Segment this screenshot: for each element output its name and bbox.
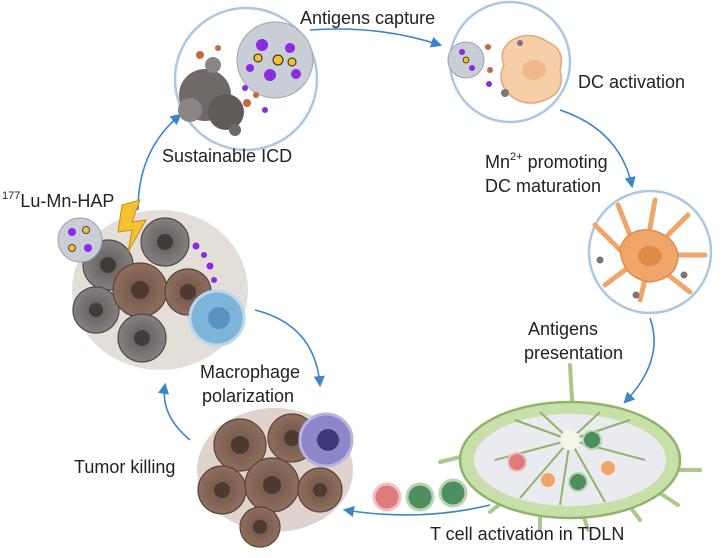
label-macrophage: Macrophage — [200, 362, 300, 382]
arrow-to-macrophage — [254, 309, 325, 388]
arrow-to-tumor — [342, 504, 491, 517]
label-tumor-killing: Tumor killing — [74, 457, 175, 477]
arrow-to-maturation — [559, 109, 636, 189]
label-mn-promoting: Mn2+ promoting — [485, 151, 608, 172]
m2-macrophage — [188, 289, 246, 347]
mn-prefix: Mn — [485, 152, 510, 172]
purple-particles — [192, 242, 217, 283]
nanoparticle-small — [447, 41, 485, 79]
cycle-arrows — [137, 28, 655, 517]
label-sustainable-icd: Sustainable ICD — [162, 146, 292, 166]
mn-superscript: 2+ — [510, 151, 523, 163]
icd-circle — [173, 6, 319, 152]
lu-superscript: 177 — [2, 190, 20, 202]
t-cells — [372, 478, 468, 512]
nanoparticle-large — [236, 21, 314, 99]
arrow-to-icd — [137, 113, 182, 211]
nanoparticle-injected — [57, 217, 103, 263]
label-polarization: polarization — [202, 386, 294, 406]
label-antigens: Antigens — [528, 319, 598, 339]
label-antigens-capture: Antigens capture — [300, 8, 435, 28]
lu-name: Lu-Mn-HAP — [20, 191, 114, 211]
dc-mature-circle — [587, 189, 713, 315]
dc-immature-cell — [500, 34, 563, 104]
arrow-to-presentation — [623, 317, 655, 404]
m1-macrophage — [298, 412, 354, 468]
released-particles — [196, 45, 268, 113]
arrow-killing-up — [158, 382, 191, 441]
radiation-bolt-icon — [117, 199, 147, 253]
lymph-node — [438, 363, 702, 532]
dc-activation-circle — [447, 0, 572, 124]
label-dc-activation: DC activation — [578, 72, 685, 92]
dying-tumor-cells — [178, 57, 244, 136]
label-presentation: presentation — [524, 343, 623, 363]
mn-suffix: promoting — [523, 152, 608, 172]
label-dc-maturation: DC maturation — [485, 176, 601, 196]
dc-mature-cell — [592, 197, 708, 303]
label-lu-mn-hap: 177Lu-Mn-HAP — [2, 190, 114, 211]
arrow-capture — [309, 28, 443, 48]
label-t-cell-activation: T cell activation in TDLN — [430, 524, 624, 544]
